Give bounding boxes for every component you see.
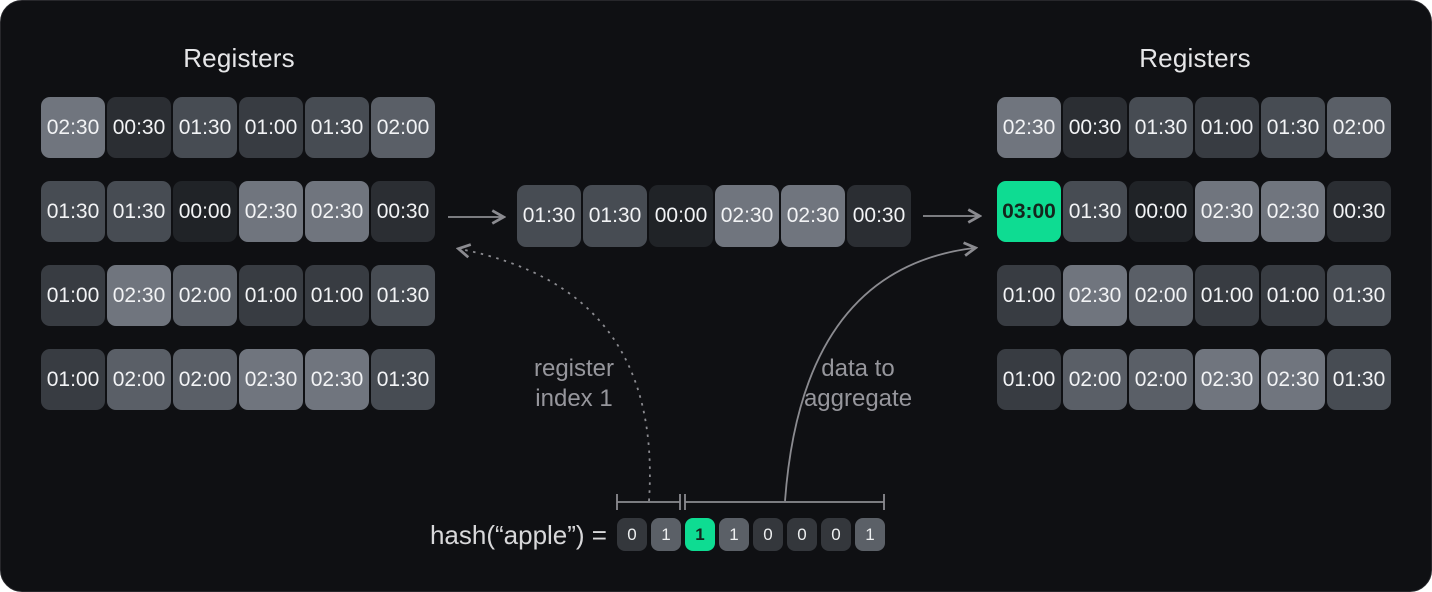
hash-bit: 0 (821, 518, 851, 551)
right-registers-title: Registers (1139, 43, 1251, 73)
hash-bit: 0 (787, 518, 817, 551)
data-to-aggregate-note-line2: aggregate (803, 385, 913, 412)
register-cell: 00:30 (1327, 181, 1391, 242)
register-cell: 01:00 (41, 265, 105, 326)
register-cell: 02:30 (1063, 265, 1127, 326)
register-cell: 02:30 (1261, 349, 1325, 410)
hash-bit: 0 (617, 518, 647, 551)
register-cell: 01:00 (1261, 265, 1325, 326)
register-cell: 02:30 (107, 265, 171, 326)
register-cell: 02:00 (107, 349, 171, 410)
register-cell: 01:30 (1129, 97, 1193, 158)
register-cell: 02:30 (1195, 181, 1259, 242)
register-cell: 01:30 (1327, 265, 1391, 326)
register-cell: 02:30 (239, 349, 303, 410)
register-cell: 02:00 (173, 349, 237, 410)
register-cell: 02:30 (239, 181, 303, 242)
bracket-data-bits (684, 494, 885, 510)
register-cell: 00:30 (107, 97, 171, 158)
register-cell: 00:30 (847, 185, 911, 247)
data-to-aggregate-note: data to aggregate (748, 354, 968, 414)
register-cell: 02:00 (371, 97, 435, 158)
register-cell: 01:30 (371, 349, 435, 410)
register-cell: 02:30 (997, 97, 1061, 158)
register-cell: 01:30 (517, 185, 581, 247)
register-cell: 01:00 (41, 349, 105, 410)
hash-bit: 1 (651, 518, 681, 551)
data-to-aggregate-note-line1: data to (821, 355, 895, 382)
register-cell: 03:00 (997, 181, 1061, 242)
register-cell: 02:30 (305, 181, 369, 242)
register-cell: 01:30 (1063, 181, 1127, 242)
register-cell: 02:00 (1129, 265, 1193, 326)
hash-bit: 1 (685, 518, 715, 551)
register-cell: 01:00 (997, 349, 1061, 410)
register-cell: 01:30 (583, 185, 647, 247)
register-cell: 01:00 (1195, 265, 1259, 326)
hash-expression-label: hash(“apple”) = (429, 520, 607, 550)
register-cell: 02:00 (1327, 97, 1391, 158)
register-cell: 01:30 (173, 97, 237, 158)
register-cell: 02:30 (715, 185, 779, 247)
register-cell: 01:30 (305, 97, 369, 158)
register-cell: 00:30 (1063, 97, 1127, 158)
register-cell: 01:00 (1195, 97, 1259, 158)
register-cell: 02:00 (1063, 349, 1127, 410)
register-cell: 01:30 (1261, 97, 1325, 158)
register-cell: 00:00 (173, 181, 237, 242)
register-cell: 02:30 (1261, 181, 1325, 242)
hash-bit: 1 (719, 518, 749, 551)
register-cell: 00:00 (1129, 181, 1193, 242)
register-cell: 02:30 (781, 185, 845, 247)
register-index-note: register index 1 (464, 354, 684, 414)
register-cell: 02:30 (41, 97, 105, 158)
left-registers-title: Registers (183, 43, 295, 73)
register-cell: 01:30 (41, 181, 105, 242)
register-cell: 00:00 (649, 185, 713, 247)
register-cell: 02:30 (1195, 349, 1259, 410)
register-cell: 02:00 (1129, 349, 1193, 410)
hash-bit: 0 (753, 518, 783, 551)
register-cell: 00:30 (371, 181, 435, 242)
register-cell: 01:30 (371, 265, 435, 326)
register-index-note-line1: register (533, 355, 615, 382)
register-cell: 01:30 (107, 181, 171, 242)
register-cell: 01:30 (1327, 349, 1391, 410)
register-cell: 01:00 (239, 97, 303, 158)
register-cell: 01:00 (305, 265, 369, 326)
bracket-index-bits (616, 494, 681, 510)
register-cell: 02:30 (305, 349, 369, 410)
register-cell: 02:00 (173, 265, 237, 326)
hash-bit: 1 (855, 518, 885, 551)
register-cell: 01:00 (239, 265, 303, 326)
register-index-note-line2: index 1 (535, 385, 613, 412)
register-cell: 01:00 (997, 265, 1061, 326)
